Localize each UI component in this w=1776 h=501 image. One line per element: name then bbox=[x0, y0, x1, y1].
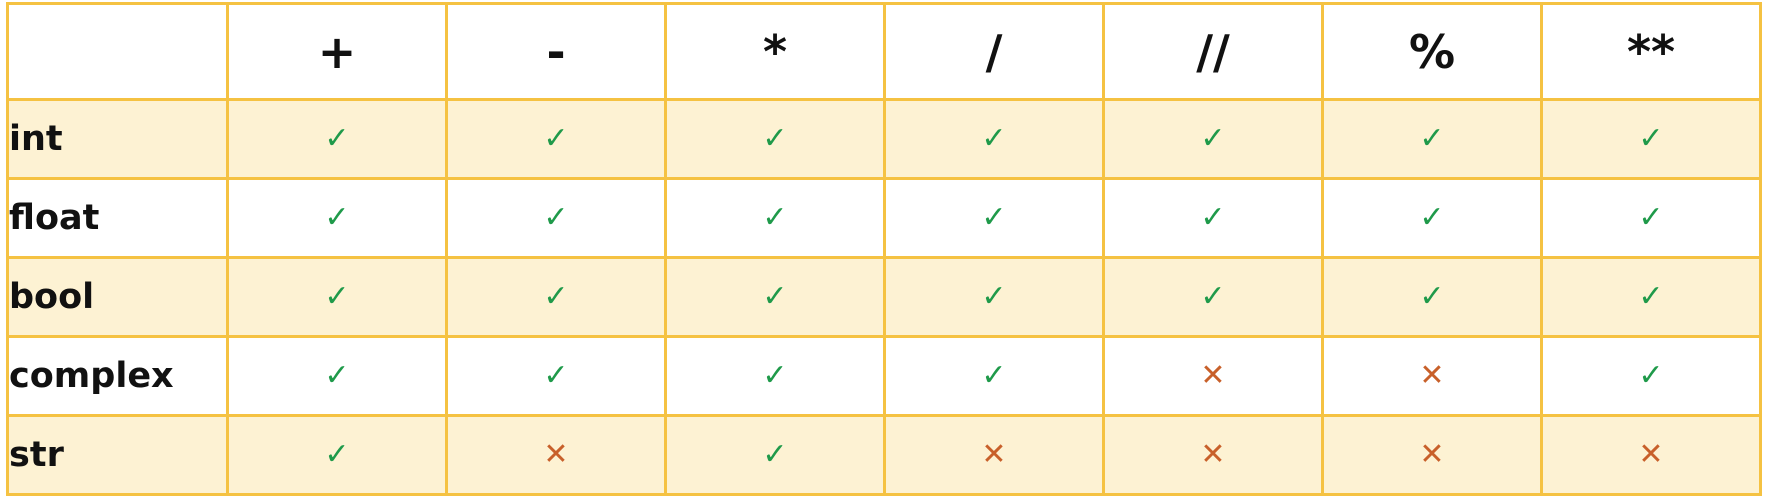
checkmark-icon: ✓ bbox=[1638, 358, 1664, 393]
table-cell: ✓ bbox=[445, 335, 667, 417]
checkmark-icon: ✓ bbox=[324, 200, 350, 235]
corner-cell bbox=[6, 2, 229, 101]
table-cell: ✓ bbox=[664, 98, 886, 180]
table-cell: ✓ bbox=[1102, 177, 1324, 259]
table-row: bool ✓ ✓ ✓ ✓ ✓ ✓ ✓ bbox=[6, 256, 1762, 338]
operator-header-power: ** bbox=[1540, 2, 1762, 101]
table-cell: ✓ bbox=[226, 256, 448, 338]
checkmark-icon: ✓ bbox=[543, 358, 569, 393]
checkmark-icon: ✓ bbox=[981, 279, 1007, 314]
checkmark-icon: ✓ bbox=[1638, 121, 1664, 156]
table-cell: ✓ bbox=[1102, 98, 1324, 180]
checkmark-icon: ✓ bbox=[981, 121, 1007, 156]
table-cell: ✓ bbox=[664, 177, 886, 259]
table-cell: ✕ bbox=[1321, 414, 1543, 496]
checkmark-icon: ✓ bbox=[762, 358, 788, 393]
table-cell: ✓ bbox=[1102, 256, 1324, 338]
table-row: complex ✓ ✓ ✓ ✓ ✕ ✕ ✓ bbox=[6, 335, 1762, 417]
checkmark-icon: ✓ bbox=[1419, 279, 1445, 314]
table-cell: ✓ bbox=[445, 256, 667, 338]
checkmark-icon: ✓ bbox=[1200, 200, 1226, 235]
table-cell: ✓ bbox=[1540, 256, 1762, 338]
cross-icon: ✕ bbox=[1638, 437, 1664, 472]
table-cell: ✕ bbox=[883, 414, 1105, 496]
checkmark-icon: ✓ bbox=[1638, 200, 1664, 235]
checkmark-icon: ✓ bbox=[324, 437, 350, 472]
table-row: float ✓ ✓ ✓ ✓ ✓ ✓ ✓ bbox=[6, 177, 1762, 259]
table-cell: ✓ bbox=[445, 177, 667, 259]
checkmark-icon: ✓ bbox=[1638, 279, 1664, 314]
checkmark-icon: ✓ bbox=[981, 200, 1007, 235]
checkmark-icon: ✓ bbox=[543, 200, 569, 235]
type-label-bool: bool bbox=[6, 256, 229, 338]
operator-support-table: + - * / // % ** int ✓ ✓ ✓ ✓ ✓ ✓ ✓ float bbox=[6, 2, 1762, 496]
operator-header-multiply: * bbox=[664, 2, 886, 101]
table-row: str ✓ ✕ ✓ ✕ ✕ ✕ ✕ bbox=[6, 414, 1762, 496]
table-cell: ✓ bbox=[1321, 256, 1543, 338]
checkmark-icon: ✓ bbox=[762, 437, 788, 472]
cross-icon: ✕ bbox=[1200, 437, 1226, 472]
type-label-int: int bbox=[6, 98, 229, 180]
table-cell: ✕ bbox=[1102, 335, 1324, 417]
checkmark-icon: ✓ bbox=[543, 279, 569, 314]
table-cell: ✓ bbox=[1540, 98, 1762, 180]
operator-header-subtract: - bbox=[445, 2, 667, 101]
checkmark-icon: ✓ bbox=[1419, 121, 1445, 156]
table-row: int ✓ ✓ ✓ ✓ ✓ ✓ ✓ bbox=[6, 98, 1762, 180]
checkmark-icon: ✓ bbox=[1200, 121, 1226, 156]
table-cell: ✓ bbox=[1540, 177, 1762, 259]
table-cell: ✓ bbox=[226, 98, 448, 180]
type-label-str: str bbox=[6, 414, 229, 496]
type-label-float: float bbox=[6, 177, 229, 259]
checkmark-icon: ✓ bbox=[324, 279, 350, 314]
table-cell: ✓ bbox=[445, 98, 667, 180]
table-cell: ✓ bbox=[883, 98, 1105, 180]
table-cell: ✕ bbox=[1321, 335, 1543, 417]
table-cell: ✓ bbox=[664, 335, 886, 417]
table-cell: ✓ bbox=[226, 335, 448, 417]
table-cell: ✓ bbox=[1321, 177, 1543, 259]
operator-header-divide: / bbox=[883, 2, 1105, 101]
operator-header-floor-divide: // bbox=[1102, 2, 1324, 101]
table-cell: ✕ bbox=[1102, 414, 1324, 496]
table-cell: ✓ bbox=[1540, 335, 1762, 417]
table-cell: ✓ bbox=[883, 177, 1105, 259]
table-cell: ✓ bbox=[664, 414, 886, 496]
checkmark-icon: ✓ bbox=[762, 200, 788, 235]
cross-icon: ✕ bbox=[1200, 358, 1226, 393]
table-cell: ✓ bbox=[883, 335, 1105, 417]
table-cell: ✓ bbox=[1321, 98, 1543, 180]
checkmark-icon: ✓ bbox=[762, 279, 788, 314]
cross-icon: ✕ bbox=[1419, 437, 1445, 472]
cross-icon: ✕ bbox=[981, 437, 1007, 472]
table-cell: ✕ bbox=[1540, 414, 1762, 496]
checkmark-icon: ✓ bbox=[543, 121, 569, 156]
operator-header-add: + bbox=[226, 2, 448, 101]
cross-icon: ✕ bbox=[1419, 358, 1445, 393]
checkmark-icon: ✓ bbox=[981, 358, 1007, 393]
checkmark-icon: ✓ bbox=[762, 121, 788, 156]
table-cell: ✕ bbox=[445, 414, 667, 496]
checkmark-icon: ✓ bbox=[324, 358, 350, 393]
table-cell: ✓ bbox=[664, 256, 886, 338]
cross-icon: ✕ bbox=[543, 437, 569, 472]
checkmark-icon: ✓ bbox=[1419, 200, 1445, 235]
header-row: + - * / // % ** bbox=[6, 2, 1762, 101]
right-margin bbox=[1762, 0, 1776, 501]
operator-header-modulo: % bbox=[1321, 2, 1543, 101]
checkmark-icon: ✓ bbox=[1200, 279, 1226, 314]
table-cell: ✓ bbox=[226, 414, 448, 496]
type-label-complex: complex bbox=[6, 335, 229, 417]
table-cell: ✓ bbox=[883, 256, 1105, 338]
table-cell: ✓ bbox=[226, 177, 448, 259]
checkmark-icon: ✓ bbox=[324, 121, 350, 156]
